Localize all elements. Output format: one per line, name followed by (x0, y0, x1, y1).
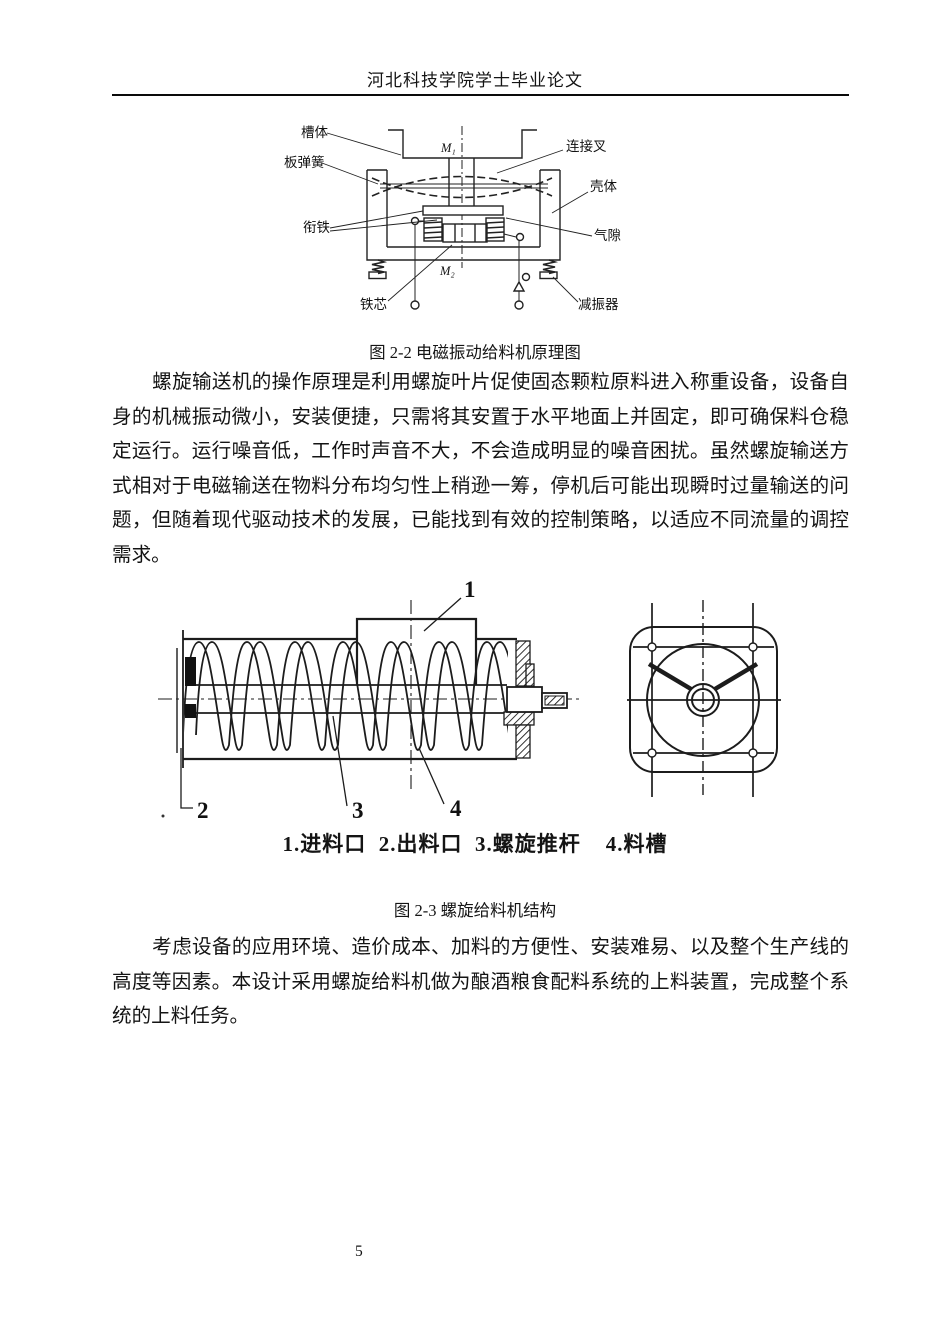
text-line: 式相对于电磁输送在物料分布均匀性上稍逊一筹，停机后可能出现瞬时过量输送的问 (112, 475, 849, 497)
figure-2-2-electromagnetic-feeder-diagram: 槽体 板弹簧 衔铁 铁芯 连接叉 壳体 气隙 减振器 M₁ M₂ (284, 125, 621, 312)
armature-leader (329, 210, 424, 229)
shaft-stub-hatch (544, 695, 565, 706)
bolt-hole-br (748, 748, 758, 758)
armature-label: 衔铁 (303, 220, 330, 235)
right-wall-lower (515, 724, 531, 759)
figure-2-2-caption: 图 2-2 电磁振动给料机原理图 (369, 343, 581, 362)
trough-leader (326, 132, 402, 156)
part-number-1: 1 (464, 577, 476, 602)
m2-label: M₂ (439, 264, 455, 278)
text-line: 高度等因素。本设计采用螺旋给料机做为酿酒粮食配料系统的上料装置，完成整个系 (112, 971, 849, 993)
shell-label: 壳体 (590, 179, 618, 194)
text-line: 定运行。运行噪音低，工作时声音不大，不会造成明显的噪音困扰。虽然螺旋输送方 (112, 441, 849, 463)
end-view (627, 600, 781, 797)
left-coil (423, 217, 443, 242)
right-wall-lower-block (503, 711, 535, 726)
bolt-hole-tr (748, 642, 758, 652)
inlet-box (355, 617, 478, 685)
right-lead-end (514, 300, 524, 310)
armature-leader-2 (329, 219, 438, 232)
wiper-triangle (512, 280, 526, 292)
leader-3 (332, 715, 348, 807)
paragraph-1: 螺旋输送机的操作原理是利用螺旋叶片促使固态颗粒原料进入称重设备，设备自身的机械振… (112, 366, 849, 574)
leaf-spring-label: 板弹簧 (284, 155, 325, 170)
figure-2-3-screw-feeder-diagram: 1 2 3 4 (158, 577, 781, 823)
leader-1 (423, 597, 462, 632)
armature-plate (422, 205, 504, 216)
shell-leader (551, 191, 589, 214)
damper-leader (552, 276, 579, 303)
leader-4 (418, 747, 445, 805)
header-rule (112, 94, 849, 96)
air-gap-label: 气隙 (594, 228, 621, 243)
screw-flight-front (184, 641, 508, 751)
text-line: 需求。 (112, 544, 171, 566)
trough-label: 槽体 (301, 125, 328, 140)
text-line: 螺旋输送机的操作原理是利用螺旋叶片促使固态颗粒原料进入称重设备，设备自 (152, 372, 849, 393)
damper-label: 减振器 (578, 297, 619, 312)
text-line: 统的上料任务。 (112, 1006, 250, 1028)
left-end-block-upper (185, 657, 196, 686)
text-line: 身的机械振动微小，安装便捷，只需将其安置于水平地面上并固定，即可确保料仓稳 (112, 406, 849, 428)
leaf-spring-dashed-a (371, 175, 553, 197)
leaf-spring-dashed-b (371, 177, 553, 199)
right-terminal (515, 232, 525, 242)
core-shape (442, 223, 488, 243)
leader-2 (180, 748, 193, 809)
stray-dot (161, 814, 165, 818)
figure-2-3-caption: 图 2-3 螺旋给料机结构 (393, 901, 557, 920)
right-wall-step (525, 663, 535, 687)
text-line: 考虑设备的应用环境、造价成本、加料的方便性、安装难易、以及整个生产线的 (152, 937, 849, 958)
air-gap-leader (505, 217, 593, 237)
part-number-3: 3 (352, 798, 364, 823)
left-terminal (410, 216, 420, 226)
part-number-4: 4 (450, 796, 462, 821)
iron-core-leader (387, 244, 453, 302)
bolt-hole-bl (647, 748, 657, 758)
left-end-block-lower (185, 704, 196, 718)
connecting-fork-leader (496, 149, 564, 174)
iron-core-label: 铁芯 (360, 297, 387, 312)
connecting-fork-label: 连接叉 (566, 138, 607, 154)
right-coil (485, 217, 505, 242)
left-lead-end (410, 300, 420, 310)
page-number: 5 (355, 1243, 363, 1260)
m1-label: M₁ (440, 141, 456, 155)
trough-shape (388, 129, 537, 159)
figure-2-3-parts-legend: 1.进料口 2.出料口 3.螺旋推杆 4.料槽 (282, 832, 668, 856)
shaft-collar (506, 686, 543, 713)
screw-flight-back (195, 641, 508, 751)
leaf-spring-leader (321, 162, 379, 185)
paragraph-2: 考虑设备的应用环境、造价成本、加料的方便性、安装难易、以及整个生产线的高度等因素… (112, 931, 849, 1035)
spoke-right (713, 662, 759, 691)
spoke-left (647, 662, 693, 691)
bolt-hole-tl (647, 642, 657, 652)
left-damper (368, 259, 388, 280)
part-number-2: 2 (197, 798, 209, 823)
right-damper (539, 259, 559, 280)
text-line: 题，但随着现代驱动技术的发展，已能找到有效的控制策略，以适应不同流量的调控 (112, 510, 849, 532)
housing-shape (366, 169, 561, 261)
page-header-title: 河北科技学院学士毕业论文 (367, 71, 583, 90)
wiper-node (521, 272, 531, 282)
